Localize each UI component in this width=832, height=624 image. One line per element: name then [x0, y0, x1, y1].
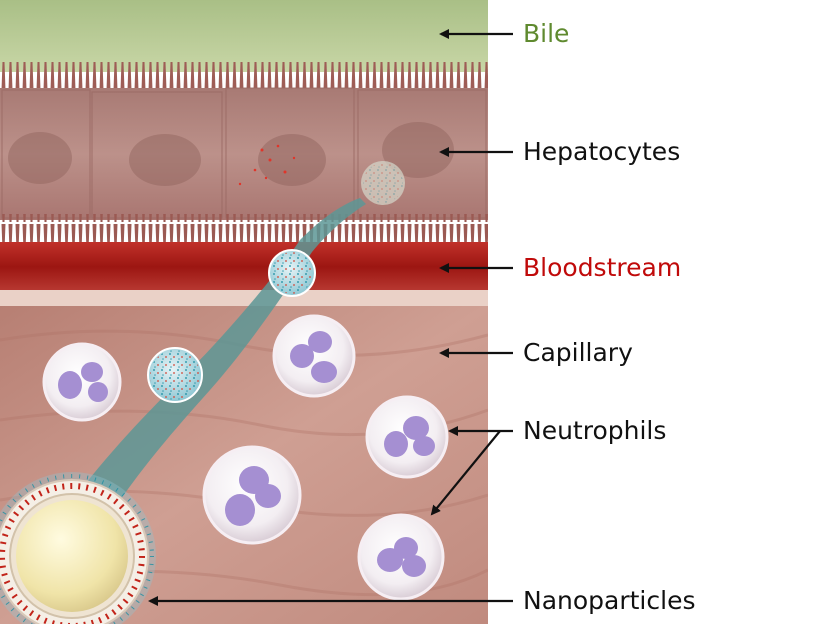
- bloodstream-label: Bloodstream: [523, 253, 682, 282]
- capillary-wall: [0, 290, 488, 310]
- neutrophil-cell: [357, 513, 445, 601]
- nanoparticle-liposome: [0, 472, 156, 624]
- neutrophil-cell: [42, 342, 122, 422]
- neutrophils-label: Neutrophils: [523, 416, 667, 445]
- bloodstream-layer: [0, 242, 488, 292]
- hepatocyte-nuclei: [8, 122, 454, 186]
- tissue-artwork: [0, 0, 488, 624]
- neutrophil-cell: [202, 445, 302, 545]
- nanoparticle-bead-hepatocyte: [361, 161, 405, 205]
- hepatocytes-label: Hepatocytes: [523, 137, 681, 166]
- bile-layer: [0, 0, 488, 72]
- nanoparticle-bead-lower: [147, 347, 203, 403]
- liver-tissue-illustration: [0, 0, 488, 624]
- hepatocyte-layer: [0, 88, 488, 220]
- neutrophil-cell: [272, 314, 356, 398]
- hepatocyte-microvilli-top: [0, 62, 488, 90]
- capillary-label: Capillary: [523, 338, 633, 367]
- hepatocyte-microvilli-bottom: [0, 214, 488, 246]
- bile-label: Bile: [523, 19, 570, 48]
- hepatocyte-red-dots: [238, 144, 296, 186]
- neutrophil-cell: [365, 395, 449, 479]
- nanoparticles-label: Nanoparticles: [523, 586, 696, 615]
- nanoparticle-bead-upper: [268, 249, 316, 297]
